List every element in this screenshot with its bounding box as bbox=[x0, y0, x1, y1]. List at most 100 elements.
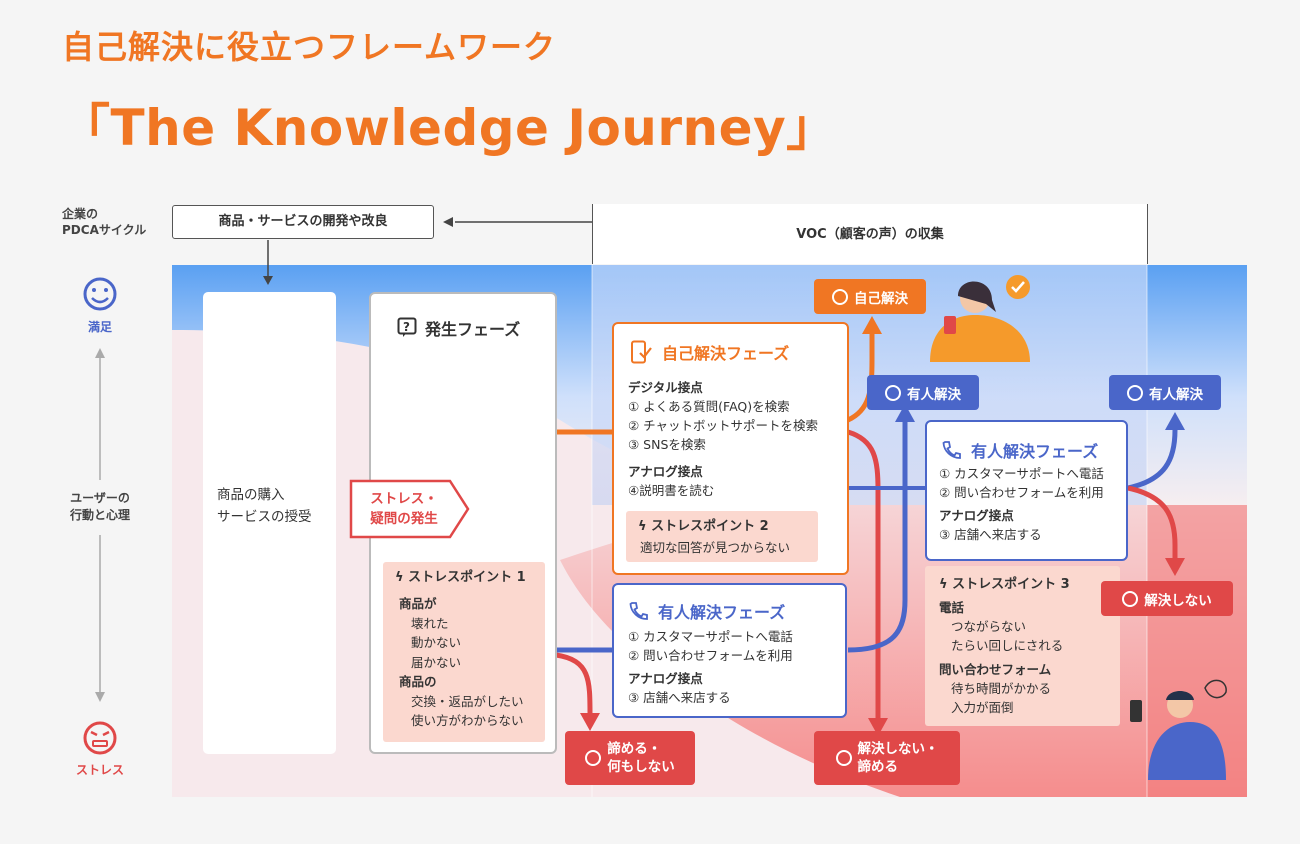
human2-body: ① カスタマーサポートへ電話 ② 問い合わせフォームを利用 アナログ接点 ③ 店… bbox=[939, 464, 1104, 544]
stress-point-2: ϟ ストレスポイント 2 適切な回答が見つからない bbox=[626, 511, 818, 562]
stress-point-3-title: ストレスポイント 3 bbox=[952, 577, 1070, 592]
outcome-human-solved-1: 有人解決 bbox=[867, 375, 979, 410]
sp3-form-item: 待ち時間がかかる bbox=[951, 681, 1052, 696]
stress-tag-line1: ストレス・ bbox=[370, 491, 438, 507]
stress-point-1-header: ϟ ストレスポイント 1 bbox=[395, 568, 526, 587]
outcome-give-up-label: 諦める・ 何もしない bbox=[607, 740, 675, 776]
self-digital-title: デジタル接点 bbox=[628, 380, 703, 395]
purchase-line1: 商品の購入 bbox=[217, 487, 285, 503]
axis-behavior-line2: 行動と心理 bbox=[69, 508, 130, 522]
stress-point-1-body: 商品が 壊れた 動かない 届かない 商品の 交換・返品がしたい 使い方がわからな… bbox=[399, 594, 524, 731]
arrow-human2-fail bbox=[1165, 558, 1185, 576]
sp1-item: 届かない bbox=[411, 654, 462, 670]
sp3-form-title: 問い合わせフォーム bbox=[939, 662, 1052, 677]
self-digital-item: ① よくある質問(FAQ)を検索 bbox=[628, 399, 790, 414]
lightning-icon: ϟ bbox=[939, 577, 953, 592]
human2-item: ① カスタマーサポートへ電話 bbox=[939, 466, 1104, 481]
purchase-card: 商品の購入 サービスの授受 bbox=[203, 292, 336, 754]
axis-behavior-line1: ユーザーの bbox=[70, 491, 130, 505]
arrow-human2-solved bbox=[1165, 412, 1185, 430]
human1-analog-item: ③ 店舗へ来店する bbox=[628, 690, 731, 705]
self-digital-item: ② チャットボットサポートを検索 bbox=[628, 418, 819, 433]
sp3-phone-item: たらい回しにされる bbox=[951, 638, 1064, 653]
sp1-item: 使い方がわからない bbox=[411, 713, 524, 728]
outcome-give-up-line2: 何もしない bbox=[607, 759, 675, 775]
outcome-unsolved-giveup-line1: 解決しない・ bbox=[857, 741, 939, 757]
human1-title-row: 有人解決フェーズ bbox=[628, 599, 785, 623]
sp3-form-item: 入力が面倒 bbox=[951, 700, 1014, 715]
sp1-item: 交換・返品がしたい bbox=[411, 693, 524, 709]
outcome-human-solved-2-label: 有人解決 bbox=[1149, 386, 1203, 403]
outcome-human-solved-2: 有人解決 bbox=[1109, 375, 1221, 410]
stress-point-1-title: ストレスポイント 1 bbox=[408, 570, 526, 585]
sad-face-icon bbox=[1122, 590, 1139, 607]
outcome-self-solved-label: 自己解決 bbox=[854, 290, 908, 307]
outcome-human-solved-1-label: 有人解決 bbox=[907, 386, 961, 403]
happy-woman-illustration bbox=[930, 275, 1030, 362]
sp1-group2-title: 商品の bbox=[399, 674, 437, 689]
arrow-self-solved bbox=[862, 316, 882, 334]
sad-face-icon bbox=[835, 750, 852, 766]
sp3-phone-title: 電話 bbox=[939, 600, 965, 615]
occurrence-phase-card: ? 発生フェーズ ϟ ストレスポイント 1 商品が 壊れた 動かない 届かない … bbox=[369, 292, 557, 754]
axis-behavior-label: ユーザーの 行動と心理 bbox=[55, 490, 145, 524]
pdca-label-line2: PDCAサイクル bbox=[62, 223, 147, 237]
stress-tag: ストレス・ 疑問の発生 bbox=[356, 489, 452, 529]
smile-face-icon bbox=[83, 277, 117, 311]
outcome-give-up-line1: 諦める・ bbox=[607, 741, 662, 757]
smile-face-icon bbox=[885, 384, 901, 401]
human-phase-card-1: 有人解決フェーズ ① カスタマーサポートへ電話 ② 問い合わせフォームを利用 ア… bbox=[612, 583, 847, 718]
occurrence-title-row: ? 発生フェーズ bbox=[397, 316, 520, 340]
sp1-item: 壊れた bbox=[411, 615, 449, 631]
stress-point-2-text: 適切な回答が見つからない bbox=[640, 540, 791, 555]
arrow-dev-down-head bbox=[263, 276, 273, 285]
svg-text:?: ? bbox=[403, 320, 410, 334]
self-solve-phase-card: 自己解決フェーズ デジタル接点 ① よくある質問(FAQ)を検索 ② チャットボ… bbox=[612, 322, 849, 575]
occurrence-title: 発生フェーズ bbox=[425, 320, 521, 339]
sp1-item: 動かない bbox=[411, 635, 462, 650]
voc-collection-box: VOC（顧客の声）の収集 bbox=[592, 204, 1148, 264]
outcome-unsolved-giveup: 解決しない・ 諦める bbox=[814, 731, 960, 785]
stress-point-1: ϟ ストレスポイント 1 商品が 壊れた 動かない 届かない 商品の 交換・返品… bbox=[383, 562, 545, 742]
smile-face-icon bbox=[1127, 384, 1143, 401]
phone-icon bbox=[629, 602, 648, 620]
human1-item: ① カスタマーサポートへ電話 bbox=[628, 629, 793, 644]
self-analog-title: アナログ接点 bbox=[628, 464, 703, 479]
pdca-label: 企業の PDCAサイクル bbox=[62, 206, 146, 238]
self-analog-item: ④説明書を読む bbox=[628, 483, 715, 498]
stress-tag-shape bbox=[349, 479, 470, 539]
human-phase-card-2: 有人解決フェーズ ① カスタマーサポートへ電話 ② 問い合わせフォームを利用 ア… bbox=[925, 420, 1128, 561]
self-body: デジタル接点 ① よくある質問(FAQ)を検索 ② チャットボットサポートを検索… bbox=[628, 378, 818, 500]
arrow-self-fail bbox=[868, 718, 888, 736]
outcome-unsolved-giveup-label: 解決しない・ 諦める bbox=[858, 740, 939, 776]
human2-analog-item: ③ 店舗へ来店する bbox=[939, 527, 1042, 542]
stress-point-2-header: ϟ ストレスポイント 2 bbox=[638, 517, 769, 536]
header-title: 「The Knowledge Journey」 bbox=[60, 99, 837, 157]
dev-improvement-box: 商品・サービスの開発や改良 bbox=[172, 205, 434, 239]
arrow-giveup bbox=[580, 713, 600, 731]
purchase-line2: サービスの授受 bbox=[217, 509, 312, 525]
header-subtitle: 自己解決に役立つフレームワーク bbox=[62, 28, 557, 66]
lightning-icon: ϟ bbox=[638, 519, 652, 534]
stressed-man-illustration bbox=[1130, 679, 1227, 780]
stress-point-3: ϟ ストレスポイント 3 電話 つながらない たらい回しにされる 問い合わせフォ… bbox=[925, 566, 1120, 726]
axis-stress-label: ストレス bbox=[75, 763, 124, 777]
self-title: 自己解決フェーズ bbox=[662, 344, 790, 363]
flow-human2-up bbox=[1127, 428, 1178, 491]
stress-tag-line2: 疑問の発生 bbox=[370, 511, 438, 527]
stress-point-3-header: ϟ ストレスポイント 3 bbox=[939, 575, 1070, 594]
human1-item: ② 問い合わせフォームを利用 bbox=[628, 648, 793, 663]
human2-item: ② 問い合わせフォームを利用 bbox=[939, 485, 1104, 500]
self-digital-item: ③ SNSを検索 bbox=[628, 437, 706, 452]
phone-icon bbox=[942, 441, 961, 459]
lightning-icon: ϟ bbox=[395, 570, 409, 585]
human1-title: 有人解決フェーズ bbox=[658, 603, 786, 622]
flow-human2-down bbox=[1127, 485, 1178, 560]
pdca-label-line1: 企業の bbox=[62, 207, 99, 221]
phone-check-icon bbox=[631, 340, 652, 364]
outcome-unsolved-giveup-line2: 諦める bbox=[857, 759, 899, 775]
self-title-row: 自己解決フェーズ bbox=[630, 340, 789, 364]
axis-down-head bbox=[95, 692, 105, 702]
outcome-unsolved: 解決しない bbox=[1101, 581, 1233, 616]
